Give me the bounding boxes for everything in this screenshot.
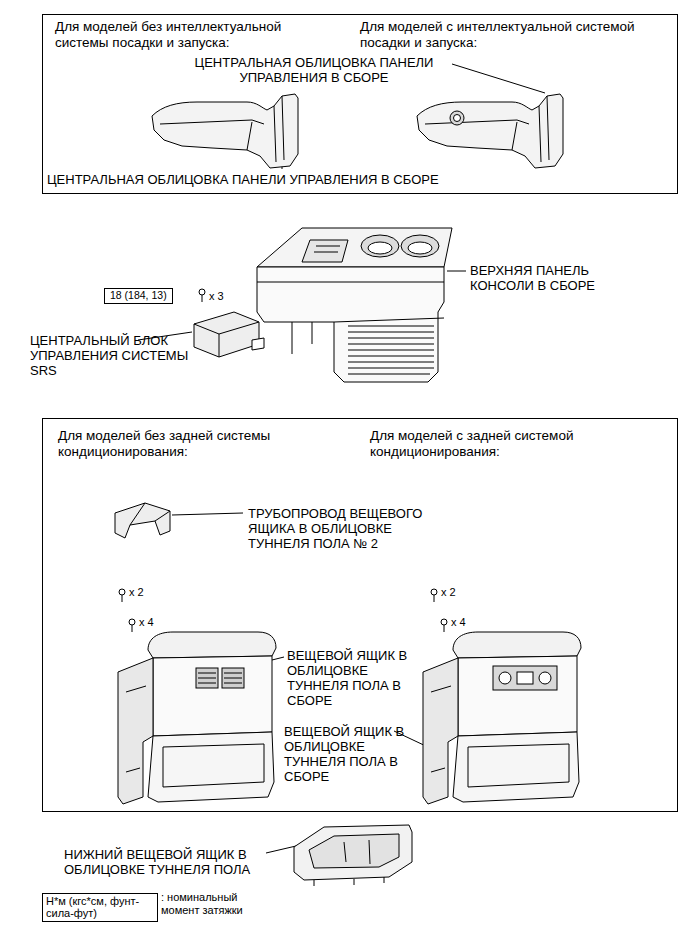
leader-line (172, 513, 243, 515)
center-trim-panel (417, 94, 563, 168)
quantity-label: x 3 (209, 290, 239, 303)
leader-line (447, 271, 466, 272)
console-upper-panel (257, 228, 452, 382)
torque-legend-box: Н*м (кгс*см, фунт-сила-фут): номинальный… (42, 893, 158, 922)
leader-line (452, 64, 545, 93)
torque-value: 18 (184, 13) (110, 290, 167, 302)
variant-frame: Для моделей без интеллектуальной системы… (42, 14, 678, 194)
variant-heading: Для моделей без задней системы кондицион… (58, 428, 343, 459)
variant-heading: Для моделей без интеллектуальной системы… (55, 19, 323, 50)
legend-unit-text: Н*м (кгс*см, фунт-сила-фут) (46, 895, 154, 920)
part-name: ЦЕНТРАЛЬНЫЙ БЛОК УПРАВЛЕНИЯ СИСТЕМЫ SRS (30, 333, 190, 378)
variant-heading: Для моделей с интеллектуальной системой … (360, 19, 665, 50)
lower-console-box (294, 825, 412, 886)
part-name: ЦЕНТРАЛЬНАЯ ОБЛИЦОВКА ПАНЕЛИ УПРАВЛЕНИЯ … (180, 55, 448, 85)
legend-description: : номинальный момент затяжки (161, 891, 271, 917)
srs-control-unit (194, 312, 264, 357)
leader-line (266, 846, 296, 853)
quantity-label: x 2 (129, 586, 159, 599)
torque-box: 18 (184, 13) (104, 288, 173, 304)
part-name: ТРУБОПРОВОД ВЕЩЕВОГО ЯЩИКА В ОБЛИЦОВКЕ Т… (248, 506, 443, 551)
variant-frame: Для моделей без задней системы кондицион… (42, 418, 678, 812)
console-box (118, 632, 276, 804)
leader-line (272, 657, 284, 660)
part-name: ВЕРХНЯЯ ПАНЕЛЬ КОНСОЛИ В СБОРЕ (470, 263, 630, 293)
quantity-label: x 2 (441, 586, 471, 599)
console-box (423, 632, 581, 804)
bolt-symbol (199, 289, 205, 302)
part-name: ВЕЩЕВОЙ ЯЩИК В ОБЛИЦОВКЕ ТУННЕЛЯ ПОЛА В … (287, 648, 411, 708)
quantity-label: x 4 (451, 616, 481, 629)
part-name: ЦЕНТРАЛЬНАЯ ОБЛИЦОВКА ПАНЕЛИ УПРАВЛЕНИЯ … (47, 172, 487, 187)
center-trim-panel (152, 94, 298, 168)
bolt-symbol (119, 589, 447, 632)
part-name: ВЕЩЕВОЙ ЯЩИК В ОБЛИЦОВКЕ ТУННЕЛЯ ПОЛА В … (284, 724, 408, 784)
part-name: НИЖНИЙ ВЕЩЕВОЙ ЯЩИК В ОБЛИЦОВКЕ ТУННЕЛЯ … (64, 847, 269, 877)
duct-part (115, 503, 170, 538)
quantity-label: x 4 (139, 616, 169, 629)
variant-heading: Для моделей с задней системой кондициони… (370, 428, 665, 459)
